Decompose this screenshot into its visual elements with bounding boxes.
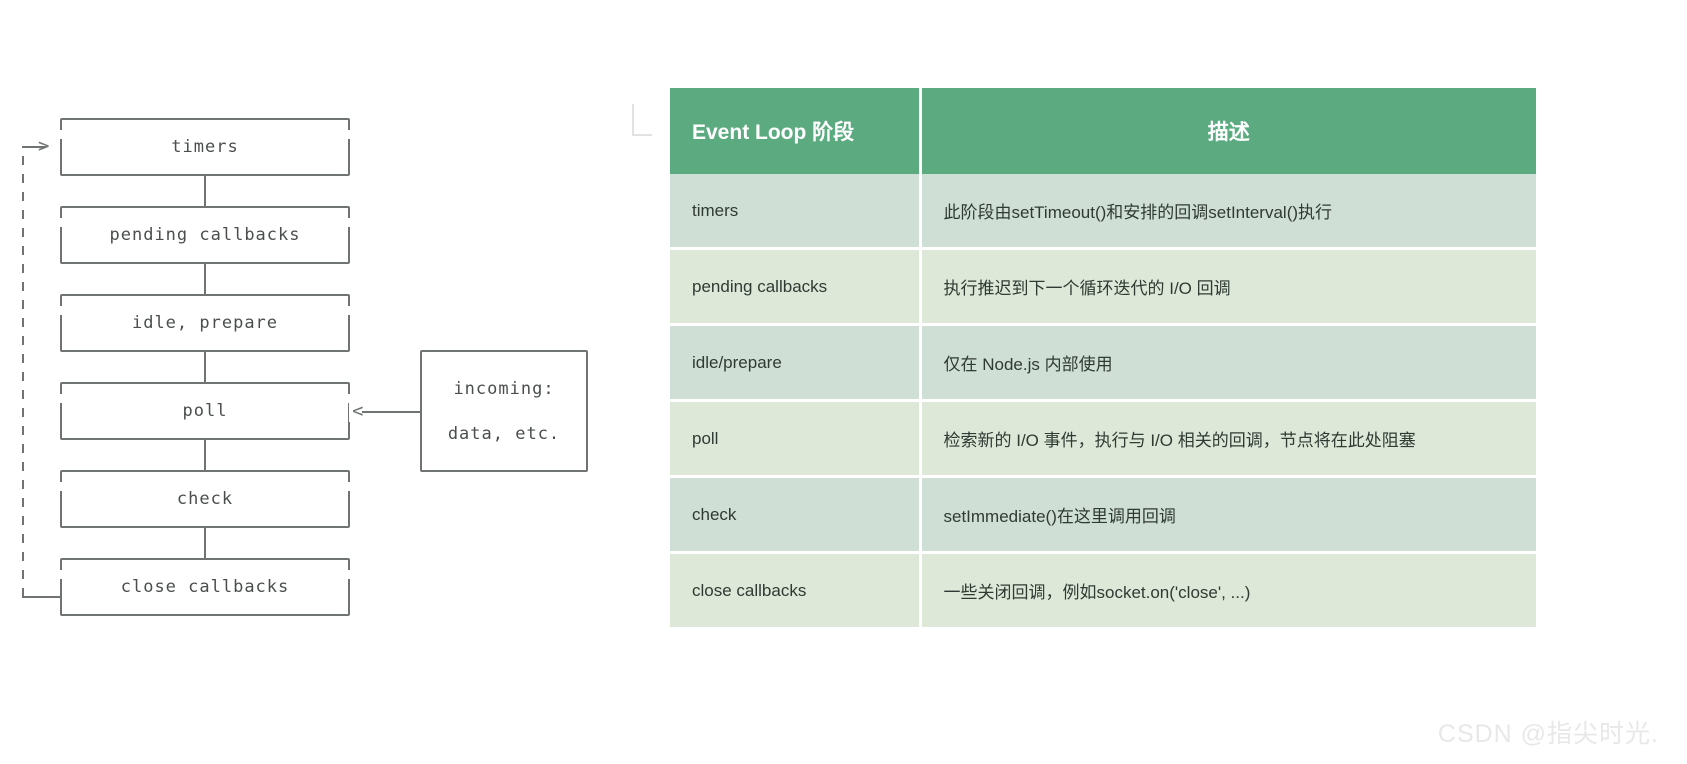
cell-phase: close callbacks — [670, 552, 922, 630]
cell-phase: idle/prepare — [670, 324, 922, 402]
phase-box-timers: timers — [59, 118, 351, 176]
cell-phase: check — [670, 476, 922, 554]
connector-1 — [204, 176, 206, 206]
connector-2 — [204, 264, 206, 294]
cell-description: setImmediate()在这里调用回调 — [920, 476, 1536, 554]
connector-4 — [204, 440, 206, 470]
table-row: close callbacks 一些关闭回调，例如socket.on('clos… — [670, 552, 1536, 630]
incoming-label-line2: data, etc. — [447, 423, 561, 444]
phase-box-close-callbacks: close callbacks — [59, 558, 351, 616]
connector-5 — [204, 528, 206, 558]
loop-back-top-segment — [22, 146, 46, 148]
phase-box-pending-callbacks: pending callbacks — [59, 206, 351, 264]
loop-arrow-head-icon: > — [38, 135, 50, 157]
table-row: idle/prepare 仅在 Node.js 内部使用 — [670, 324, 1536, 402]
cell-description: 执行推迟到下一个循环迭代的 I/O 回调 — [920, 248, 1536, 326]
loop-back-line — [22, 156, 24, 596]
phase-box-label: idle, prepare — [131, 313, 279, 333]
incoming-label-line1: incoming: — [453, 378, 555, 399]
table-row: poll 检索新的 I/O 事件，执行与 I/O 相关的回调，节点将在此处阻塞 — [670, 400, 1536, 478]
connector-3 — [204, 352, 206, 382]
cell-description: 仅在 Node.js 内部使用 — [920, 324, 1536, 402]
cell-phase: pending callbacks — [670, 248, 922, 326]
column-header-description: 描述 — [920, 88, 1536, 174]
decorative-corner-mark — [632, 104, 652, 136]
incoming-data-box: incoming: data, etc. — [420, 350, 588, 472]
table-row: timers 此阶段由setTimeout()和安排的回调setInterval… — [670, 174, 1536, 250]
phase-box-poll: poll — [59, 382, 351, 440]
phase-box-label: poll — [182, 401, 228, 421]
phase-box-label: close callbacks — [120, 577, 290, 597]
incoming-arrow-head-icon: < — [352, 400, 364, 422]
phase-box-label: timers — [171, 137, 239, 157]
phase-box-check: check — [59, 470, 351, 528]
table-head: Event Loop 阶段 描述 — [670, 88, 1536, 174]
arrow-nick-left — [349, 400, 353, 422]
table-body: timers 此阶段由setTimeout()和安排的回调setInterval… — [670, 174, 1536, 630]
event-loop-phase-table: Event Loop 阶段 描述 timers 此阶段由setTimeout()… — [670, 88, 1536, 630]
cell-description: 此阶段由setTimeout()和安排的回调setInterval()执行 — [920, 174, 1536, 250]
table-row: check setImmediate()在这里调用回调 — [670, 476, 1536, 554]
cell-phase: poll — [670, 400, 922, 478]
cell-phase: timers — [670, 174, 922, 250]
csdn-watermark: CSDN @指尖时光. — [1437, 720, 1659, 748]
phase-box-label: pending callbacks — [109, 225, 301, 245]
loop-back-bottom-segment — [22, 596, 60, 598]
phase-table: Event Loop 阶段 描述 timers 此阶段由setTimeout()… — [670, 88, 1536, 630]
column-header-phase: Event Loop 阶段 — [670, 88, 922, 174]
incoming-arrow-line — [362, 411, 420, 413]
table-row: pending callbacks 执行推迟到下一个循环迭代的 I/O 回调 — [670, 248, 1536, 326]
phase-box-idle-prepare: idle, prepare — [59, 294, 351, 352]
phase-box-label: check — [176, 489, 234, 509]
event-loop-diagram: > timers pending callbacks idle, prepare… — [0, 0, 660, 700]
cell-description: 一些关闭回调，例如socket.on('close', ...) — [920, 552, 1536, 630]
cell-description: 检索新的 I/O 事件，执行与 I/O 相关的回调，节点将在此处阻塞 — [920, 400, 1536, 478]
table-header-row: Event Loop 阶段 描述 — [670, 88, 1536, 174]
